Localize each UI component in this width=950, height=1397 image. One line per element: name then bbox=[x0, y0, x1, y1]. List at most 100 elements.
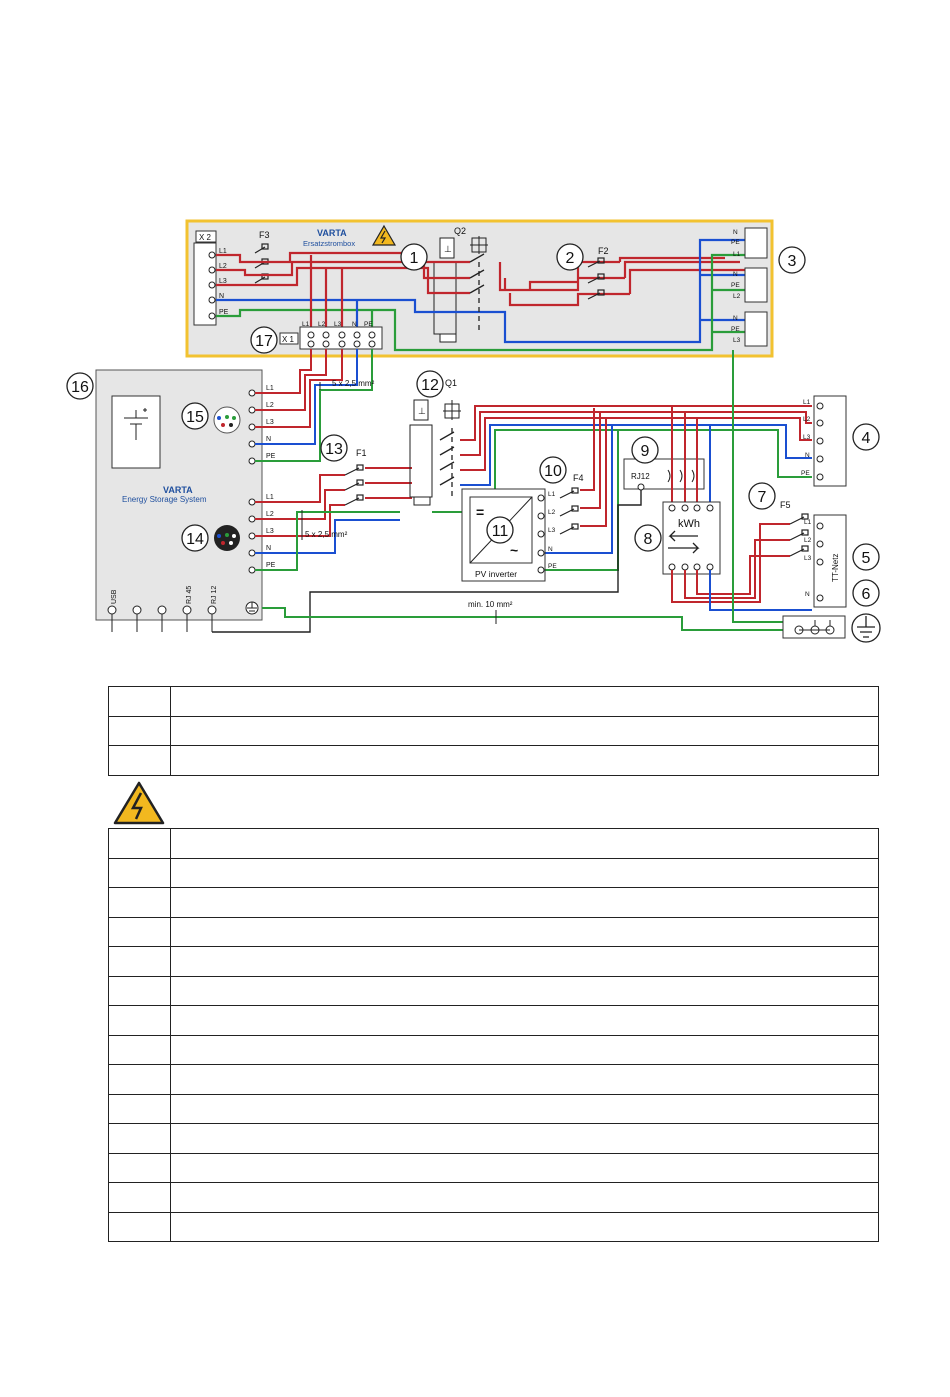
q2-label: Q2 bbox=[454, 226, 466, 236]
f1-label: F1 bbox=[356, 448, 367, 458]
port-rj12: RJ 12 bbox=[211, 586, 218, 604]
callout-6: 6 bbox=[862, 586, 871, 603]
callout-15: 15 bbox=[186, 409, 204, 426]
row-description-cell bbox=[170, 745, 879, 776]
callout-9: 9 bbox=[641, 443, 650, 460]
out-b-n: N bbox=[733, 271, 738, 278]
ess-bot-pe: PE bbox=[266, 562, 276, 569]
legend-table-top bbox=[108, 686, 879, 776]
ess-top-l1: L1 bbox=[266, 385, 274, 392]
out-c-n: N bbox=[733, 315, 738, 322]
callout-16: 16 bbox=[71, 379, 89, 396]
ess-bot-n: N bbox=[266, 545, 271, 552]
ess-bot-l1: L1 bbox=[266, 494, 274, 501]
tt-l1: L1 bbox=[804, 519, 812, 526]
connector-15-icon bbox=[213, 406, 241, 434]
f5-breaker bbox=[789, 513, 809, 557]
table-row bbox=[108, 1005, 879, 1036]
table-row bbox=[108, 1182, 879, 1213]
table-row bbox=[108, 1211, 879, 1242]
table-row bbox=[108, 1093, 879, 1124]
row-number-cell bbox=[108, 1005, 171, 1036]
inv-n: N bbox=[548, 546, 553, 553]
f3-label: F3 bbox=[259, 230, 270, 240]
cable-label-3: min. 10 mm² bbox=[468, 600, 513, 609]
q1-rcd bbox=[409, 424, 433, 498]
callout-1: 1 bbox=[410, 250, 419, 267]
x1-l1: L1 bbox=[302, 321, 310, 328]
ess-top-n: N bbox=[266, 436, 271, 443]
out-a-n: N bbox=[733, 229, 738, 236]
f1-breaker bbox=[344, 464, 364, 506]
box-wiring bbox=[216, 238, 745, 352]
callout-5: 5 bbox=[862, 550, 871, 567]
row-number-cell bbox=[108, 1034, 171, 1065]
row-number-cell bbox=[108, 887, 171, 918]
cable-label-1: 5 x 2,5 mm² bbox=[332, 379, 375, 388]
row-description-cell bbox=[170, 828, 879, 859]
row-description-cell bbox=[170, 1211, 879, 1242]
x1-pe: PE bbox=[364, 321, 373, 328]
grid-l3: L3 bbox=[803, 434, 811, 441]
ess-brand: VARTA bbox=[163, 485, 193, 495]
row-number-cell bbox=[108, 1211, 171, 1242]
f4-breaker bbox=[559, 487, 579, 535]
ess-top-l2: L2 bbox=[266, 402, 274, 409]
svg-text:⊥: ⊥ bbox=[418, 406, 426, 416]
tt-l3: L3 bbox=[804, 555, 812, 562]
q1-label: Q1 bbox=[445, 378, 457, 388]
callout-2: 2 bbox=[566, 250, 575, 267]
earth-ground-icon bbox=[851, 613, 881, 643]
row-number-cell bbox=[108, 975, 171, 1006]
row-description-cell bbox=[170, 1093, 879, 1124]
row-description-cell bbox=[170, 686, 879, 717]
out-c-pe: PE bbox=[731, 326, 740, 333]
tt-netz-terminal-block bbox=[813, 514, 847, 608]
grid-l1: L1 bbox=[803, 399, 811, 406]
table-row bbox=[108, 715, 879, 746]
f5-label: F5 bbox=[780, 500, 791, 510]
table-row bbox=[108, 1034, 879, 1065]
row-description-cell bbox=[170, 1005, 879, 1036]
f2-label: F2 bbox=[598, 246, 609, 256]
ersatz-name: Ersatzstrombox bbox=[303, 239, 355, 248]
x2-n: N bbox=[219, 293, 224, 300]
port-rj45: RJ 45 bbox=[186, 586, 193, 604]
callout-11: 11 bbox=[492, 523, 509, 540]
svg-text:⊥: ⊥ bbox=[444, 244, 452, 254]
row-description-cell bbox=[170, 1064, 879, 1095]
x1-n: N bbox=[352, 321, 357, 328]
wiring-diagram: X 2 L1 L2 L3 N PE F3 VARTA Ersatzstrombo… bbox=[66, 219, 881, 643]
inv-l3: L3 bbox=[548, 527, 556, 534]
pv-inverter-label: PV inverter bbox=[475, 569, 517, 579]
ess-bot-l2: L2 bbox=[266, 511, 274, 518]
inv-l2: L2 bbox=[548, 509, 556, 516]
svg-text:~: ~ bbox=[510, 542, 518, 558]
ess-top-pe: PE bbox=[266, 453, 276, 460]
ersatz-brand: VARTA bbox=[317, 228, 347, 238]
callout-8: 8 bbox=[644, 531, 653, 548]
tt-n: N bbox=[805, 591, 810, 598]
table-row bbox=[108, 1123, 879, 1154]
f2-breaker bbox=[587, 257, 605, 300]
out-a-pe: PE bbox=[731, 239, 740, 246]
callout-14: 14 bbox=[186, 531, 204, 548]
grid-l2: L2 bbox=[803, 416, 811, 423]
rj12-label: RJ12 bbox=[631, 472, 650, 481]
x2-label: X 2 bbox=[199, 233, 212, 242]
out-b-pe: PE bbox=[731, 282, 740, 289]
row-number-cell bbox=[108, 1064, 171, 1095]
x2-l3: L3 bbox=[219, 278, 227, 285]
ess-name: Energy Storage System bbox=[122, 495, 207, 504]
earth-ground-icon bbox=[245, 601, 259, 615]
out-a-l1: L1 bbox=[733, 251, 741, 258]
row-description-cell bbox=[170, 1182, 879, 1213]
battery-icon bbox=[124, 408, 148, 440]
inv-l1: L1 bbox=[548, 491, 556, 498]
row-number-cell bbox=[108, 916, 171, 947]
connector-14-icon bbox=[214, 525, 240, 551]
row-description-cell bbox=[170, 946, 879, 977]
x2-pe: PE bbox=[219, 309, 229, 316]
row-description-cell bbox=[170, 1123, 879, 1154]
row-number-cell bbox=[108, 857, 171, 888]
